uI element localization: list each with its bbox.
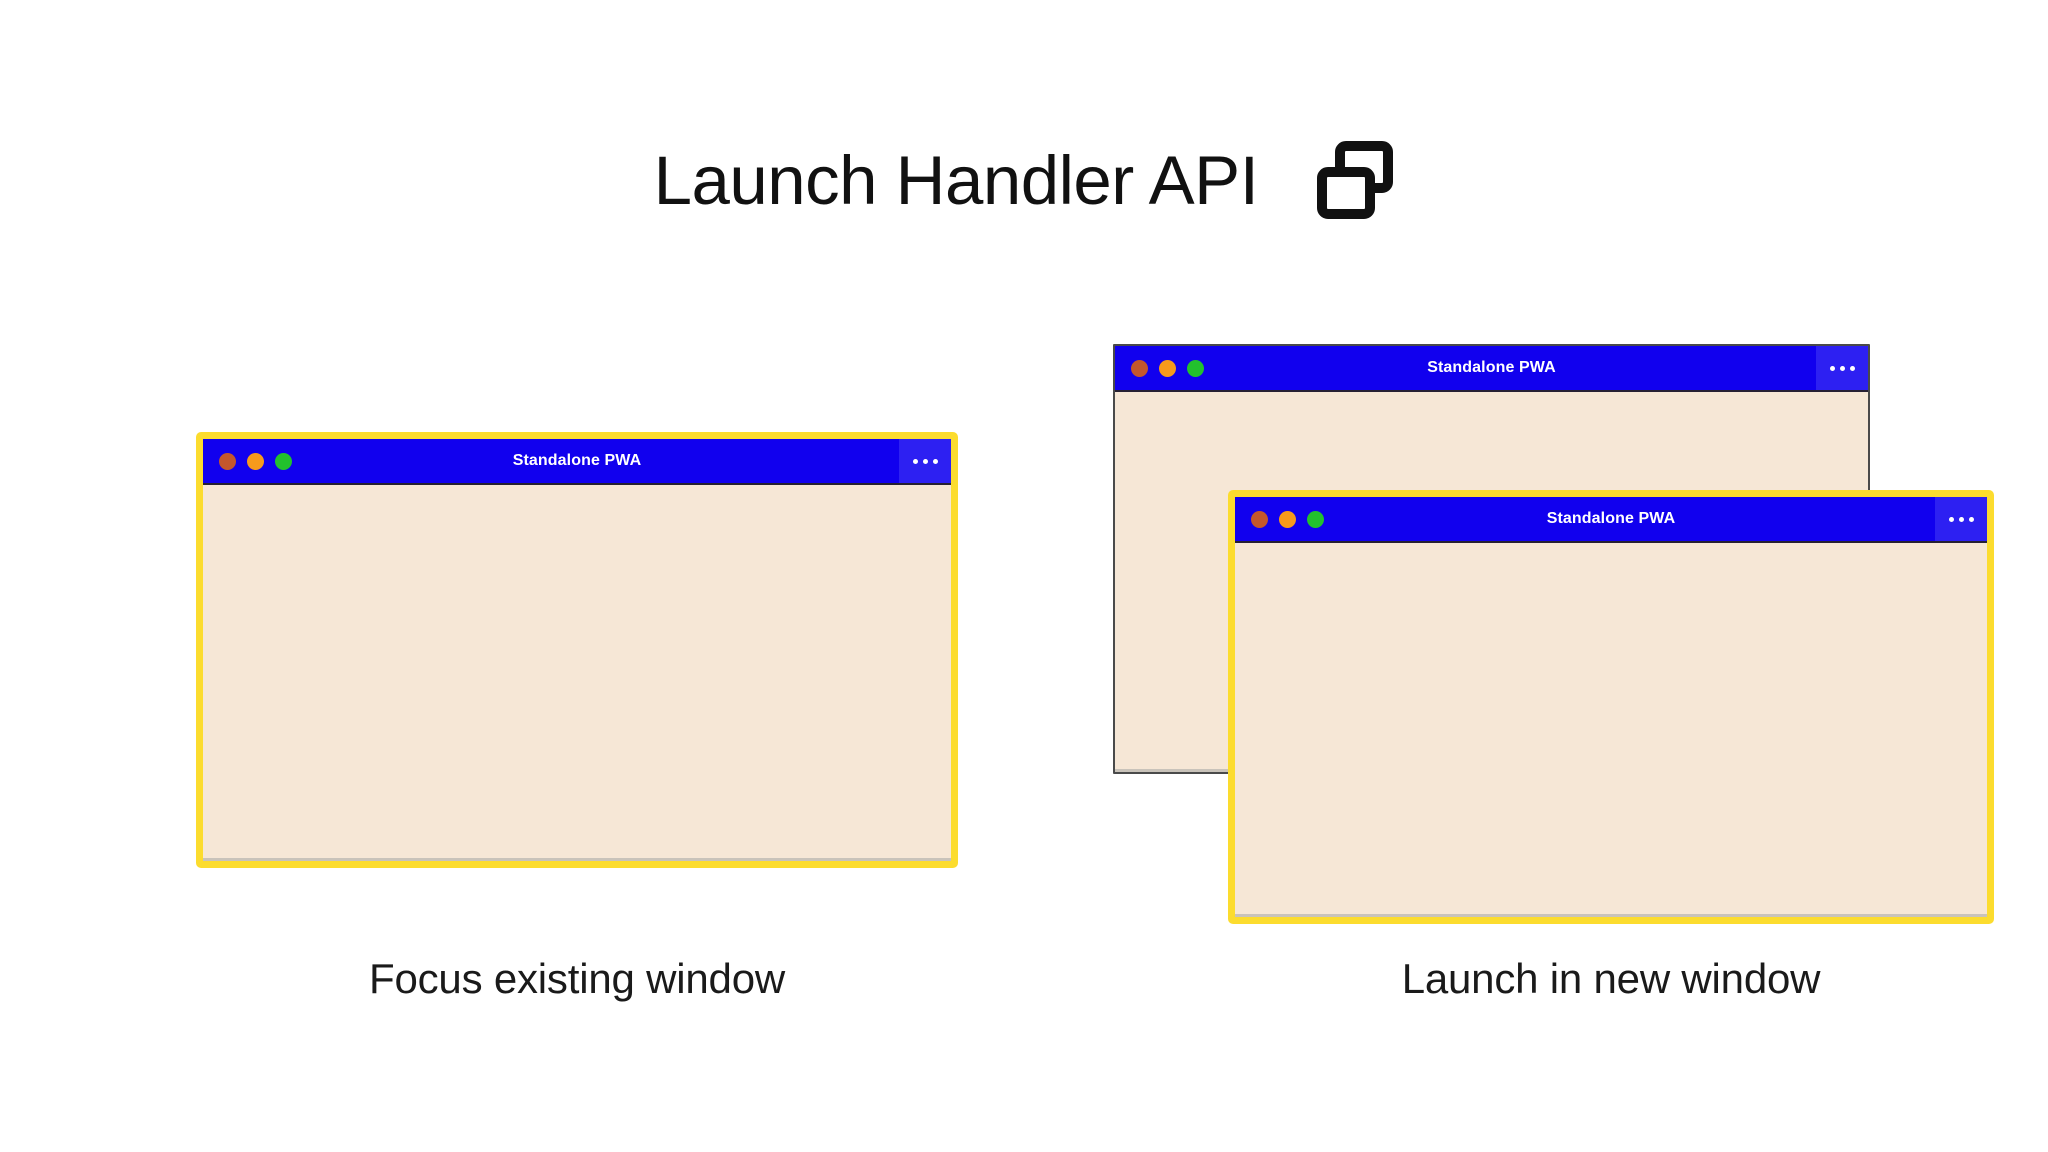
menu-dot bbox=[1829, 365, 1835, 371]
caption-launch-in-new-window: Launch in new window bbox=[1401, 955, 1821, 1002]
menu-dot bbox=[912, 458, 918, 464]
maximize-dot[interactable] bbox=[1307, 510, 1324, 528]
menu-dot bbox=[1849, 365, 1855, 371]
maximize-dot[interactable] bbox=[1187, 359, 1204, 377]
close-dot[interactable] bbox=[1131, 359, 1148, 377]
multiple-windows-icon bbox=[1316, 140, 1394, 220]
maximize-dot[interactable] bbox=[275, 452, 292, 470]
window-chrome: Standalone PWA bbox=[203, 439, 951, 861]
overflow-menu-icon[interactable] bbox=[1935, 497, 1987, 541]
close-dot[interactable] bbox=[219, 452, 236, 470]
menu-dot bbox=[922, 458, 928, 464]
overflow-menu-icon[interactable] bbox=[899, 439, 951, 483]
page-header: Launch Handler API bbox=[0, 128, 2048, 232]
window-titlebar[interactable]: Standalone PWA bbox=[203, 439, 951, 485]
traffic-light-group bbox=[203, 452, 292, 470]
close-dot[interactable] bbox=[1251, 510, 1268, 528]
menu-dot bbox=[1839, 365, 1845, 371]
minimize-dot[interactable] bbox=[247, 452, 264, 470]
minimize-dot[interactable] bbox=[1279, 510, 1296, 528]
page-title: Launch Handler API bbox=[653, 141, 1259, 219]
traffic-light-group bbox=[1235, 510, 1324, 528]
window-title: Standalone PWA bbox=[1546, 510, 1676, 527]
multiple-windows-icon-svg bbox=[1317, 141, 1394, 219]
minimize-dot[interactable] bbox=[1159, 359, 1176, 377]
menu-dot bbox=[1968, 516, 1974, 522]
overflow-menu-icon[interactable] bbox=[1816, 346, 1868, 390]
window-titlebar[interactable]: Standalone PWA bbox=[1235, 497, 1987, 543]
window-focus-existing[interactable]: Standalone PWA bbox=[196, 432, 958, 868]
window-newly-launched[interactable]: Standalone PWA bbox=[1228, 490, 1994, 924]
menu-dot bbox=[1958, 516, 1964, 522]
traffic-light-group bbox=[1115, 359, 1204, 377]
menu-dot bbox=[932, 458, 938, 464]
window-content-area bbox=[1235, 543, 1987, 917]
window-title: Standalone PWA bbox=[1427, 359, 1556, 376]
window-chrome: Standalone PWA bbox=[1235, 497, 1987, 917]
window-titlebar[interactable]: Standalone PWA bbox=[1115, 346, 1868, 392]
window-title: Standalone PWA bbox=[512, 452, 642, 469]
menu-dot bbox=[1948, 516, 1954, 522]
window-content-area bbox=[203, 485, 951, 861]
caption-focus-existing-window: Focus existing window bbox=[369, 955, 785, 1002]
